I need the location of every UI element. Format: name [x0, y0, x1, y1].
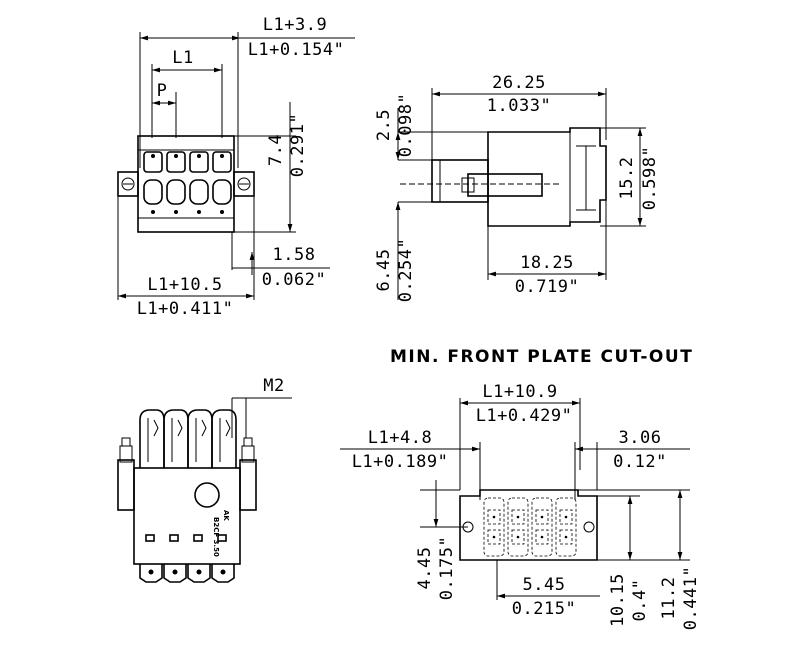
- top-pin: [211, 409, 237, 468]
- length-in-label: 1.033": [487, 96, 551, 116]
- offset-in-label: 0.062": [262, 270, 326, 290]
- cutout-h1-mm: 10.15: [608, 573, 628, 627]
- cutout-pitch-in: 0.215": [512, 599, 576, 619]
- flange-right: [233, 171, 255, 197]
- pad: [193, 534, 203, 542]
- bottom-terminal: [187, 564, 211, 583]
- terminal-cell: [143, 151, 163, 173]
- mount-hole: [583, 521, 595, 533]
- flange-in-label: L1+0.411": [137, 299, 234, 319]
- pad: [145, 534, 155, 542]
- screw-right: [237, 177, 251, 191]
- p-label: P: [157, 81, 168, 101]
- terminal-cell: [166, 151, 186, 173]
- offset-mm-label: 1.58: [273, 245, 316, 265]
- screw-left: [121, 177, 135, 191]
- pin-outline: [467, 173, 543, 197]
- cutout-h1-in: 0.4": [630, 579, 650, 622]
- terminal-cell: [189, 151, 209, 173]
- rear-view: M2 B2CF 3.50 AK: [117, 376, 292, 583]
- wire-entry: [143, 179, 163, 205]
- cutout-vert-in: 0.175": [437, 536, 457, 600]
- height-mm-label: 7.4: [266, 134, 286, 166]
- depth-in-label: 0.719": [515, 277, 579, 297]
- marking-mark: AK: [222, 510, 230, 521]
- front-block: [431, 159, 489, 203]
- cutout-pitch-mm: 5.45: [523, 575, 566, 595]
- cutout-width-mm: L1+10.9: [482, 382, 557, 402]
- height-in-label: 0.291": [288, 113, 308, 177]
- bottom-mm-label: 6.45: [374, 249, 394, 292]
- wire-entry: [166, 179, 186, 205]
- pad: [169, 534, 179, 542]
- top-pin: [187, 409, 213, 468]
- terminal-cell: [212, 151, 232, 173]
- top-pin: [139, 409, 165, 468]
- length-mm-label: 26.25: [492, 73, 546, 93]
- cutout-right-mm: 3.06: [619, 428, 662, 448]
- cutout-left-in: L1+0.189": [352, 452, 449, 472]
- screw-label: M2: [263, 376, 284, 396]
- top-pin: [163, 409, 189, 468]
- bottom-terminal: [139, 564, 163, 583]
- cutout-right-in: 0.12": [613, 452, 667, 472]
- cutout-left-mm: L1+4.8: [368, 428, 432, 448]
- flange-mm-label: L1+10.5: [147, 275, 222, 295]
- section-title: MIN. FRONT PLATE CUT-OUT: [390, 347, 693, 367]
- overall-mm-label: L1+3.9: [263, 15, 327, 35]
- bottom-terminal: [211, 564, 235, 583]
- depth-mm-label: 18.25: [520, 253, 574, 273]
- height-mm-label: 15.2: [617, 157, 637, 200]
- rear-body: [133, 467, 241, 565]
- height-in-label: 0.598": [640, 146, 660, 210]
- release-hole: [194, 482, 220, 508]
- rear-flange-left: [117, 459, 135, 511]
- cutout-h2-in: 0.441": [681, 566, 701, 630]
- bottom-terminal: [163, 564, 187, 583]
- front-view: L1+3.9 L1+0.154" L1 P: [117, 15, 355, 319]
- overall-in-label: L1+0.154": [248, 40, 345, 60]
- top-in-label: 0.098": [396, 93, 416, 157]
- cutout-width-in: L1+0.429": [476, 406, 573, 426]
- wire-entry: [189, 179, 209, 205]
- cutout-view: L1+10.9 L1+0.429" L1+4.8 L1+0.189" 3.06 …: [340, 382, 701, 630]
- hidden-terminal: [507, 497, 529, 557]
- hidden-terminal: [483, 497, 505, 557]
- hidden-terminal: [555, 497, 577, 557]
- l1-label: L1: [172, 48, 193, 68]
- hidden-terminal: [531, 497, 553, 557]
- bottom-in-label: 0.254": [396, 238, 416, 302]
- top-mm-label: 2.5: [374, 109, 394, 141]
- wire-entry: [212, 179, 232, 205]
- cutout-h2-mm: 11.2: [659, 577, 679, 620]
- flange-left: [117, 171, 139, 197]
- side-view: 26.25 1.033" 2.5 0.098" 15.2 0.598" 6: [374, 73, 660, 302]
- rear-flange-right: [239, 459, 257, 511]
- marking-code: B2CF 3.50: [212, 517, 220, 557]
- pad: [217, 534, 227, 542]
- cutout-vert-mm: 4.45: [415, 547, 435, 590]
- body-outline: [487, 127, 607, 227]
- cutout-outline: [459, 489, 598, 561]
